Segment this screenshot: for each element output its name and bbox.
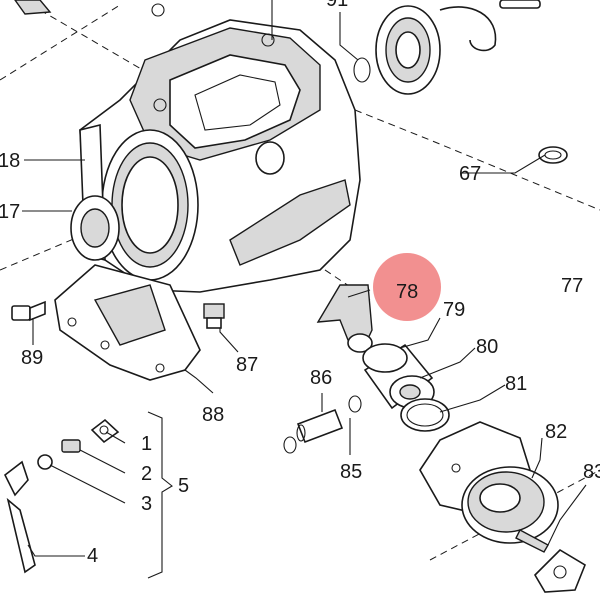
piston-pin-86	[296, 408, 344, 444]
label-87: 87	[236, 354, 258, 376]
label-83: 83	[583, 461, 600, 483]
cylinder-head-82	[419, 421, 559, 544]
label-17: 17	[0, 201, 20, 223]
label-1: 1	[141, 433, 152, 455]
fitting-83	[515, 529, 586, 593]
label-77: 77	[561, 275, 583, 297]
seal-ring-17	[70, 195, 120, 261]
label-18: 18	[0, 150, 20, 172]
label-85: 85	[340, 461, 362, 483]
leader-lines	[22, 0, 587, 557]
label-82: 82	[545, 421, 567, 443]
valve-parts-1-4	[3, 0, 120, 574]
label-4: 4	[87, 545, 98, 567]
label-67: 67	[459, 163, 481, 185]
connecting-part-78	[316, 284, 373, 353]
circlips-85	[283, 395, 362, 454]
bolt-89	[11, 300, 46, 322]
plug-87	[203, 303, 225, 329]
label-80: 80	[476, 336, 498, 358]
piston-ring-81	[400, 398, 450, 432]
label-91: 91	[326, 0, 348, 11]
label-81: 81	[505, 373, 527, 395]
label-78: 78	[396, 281, 418, 303]
label-5: 5	[178, 475, 189, 497]
label-86: 86	[310, 367, 332, 389]
label-89: 89	[21, 347, 43, 369]
label-2: 2	[141, 463, 152, 485]
label-79: 79	[443, 299, 465, 321]
label-88: 88	[202, 404, 224, 426]
group-bracket	[147, 411, 173, 579]
o-ring-67	[538, 146, 568, 164]
callout-labels: 91 18 17 67 77 78 79 80 81 82 83 86 85 8…	[0, 0, 600, 567]
highlight-circle-78	[373, 253, 441, 321]
bearing-91	[353, 0, 541, 95]
label-3: 3	[141, 493, 152, 515]
pump-housing	[79, 3, 361, 293]
